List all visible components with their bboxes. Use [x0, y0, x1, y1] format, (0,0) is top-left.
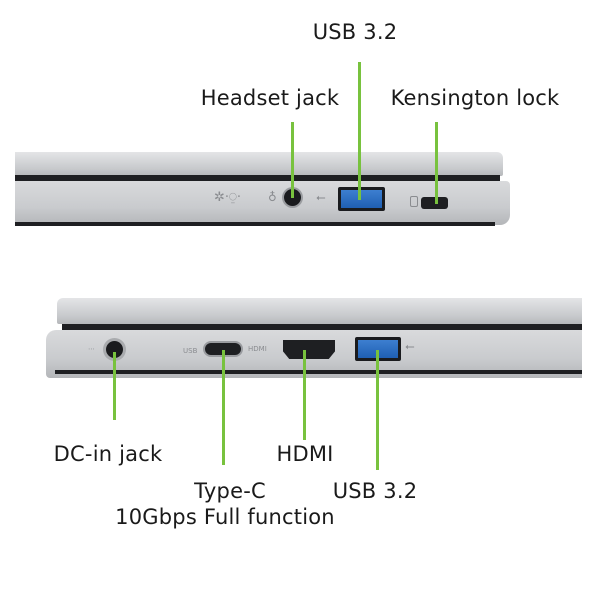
label-type-c-detail: 10Gbps Full function: [115, 505, 335, 529]
label-type-c: Type-C: [194, 479, 266, 503]
usb-c-marking: USB: [183, 347, 198, 355]
dc-icon: ⋯: [88, 345, 95, 353]
laptop-lid: [15, 152, 503, 176]
usb-symbol-icon: ⭠: [316, 190, 326, 204]
callout-line-type-c: [222, 350, 225, 465]
label-headset-jack: Headset jack: [200, 86, 340, 110]
base-bottom-edge: [55, 370, 582, 374]
usb-symbol-icon: ⭠: [405, 339, 415, 353]
label-dc-in-jack: DC-in jack: [53, 442, 163, 466]
status-led-icons: ✲·⍜·: [214, 190, 241, 205]
lock-icon: [410, 196, 418, 207]
callout-line-usb-top: [358, 62, 361, 200]
base-bottom-edge: [15, 222, 495, 226]
callout-line-headset: [291, 122, 294, 198]
laptop-lid: [57, 298, 582, 324]
headset-icon: ♁: [268, 190, 277, 204]
dc-in-jack-port: [106, 341, 123, 358]
callout-line-usb-bottom: [376, 350, 379, 470]
hdmi-port: [283, 340, 335, 359]
label-usb-bottom: USB 3.2: [332, 479, 418, 503]
label-kensington-lock: Kensington lock: [390, 86, 560, 110]
callout-line-hdmi: [303, 350, 306, 440]
usb-c-port: [205, 343, 241, 355]
lid-gap: [62, 324, 582, 330]
label-usb-top: USB 3.2: [312, 20, 398, 44]
callout-line-dc-in: [113, 352, 116, 420]
hdmi-marking: HDMI: [248, 345, 267, 353]
label-hdmi: HDMI: [276, 442, 334, 466]
kensington-lock-slot: [421, 197, 448, 209]
callout-line-kensington: [435, 122, 438, 204]
usb-a-port-top: [338, 187, 385, 211]
lid-gap: [15, 175, 500, 181]
